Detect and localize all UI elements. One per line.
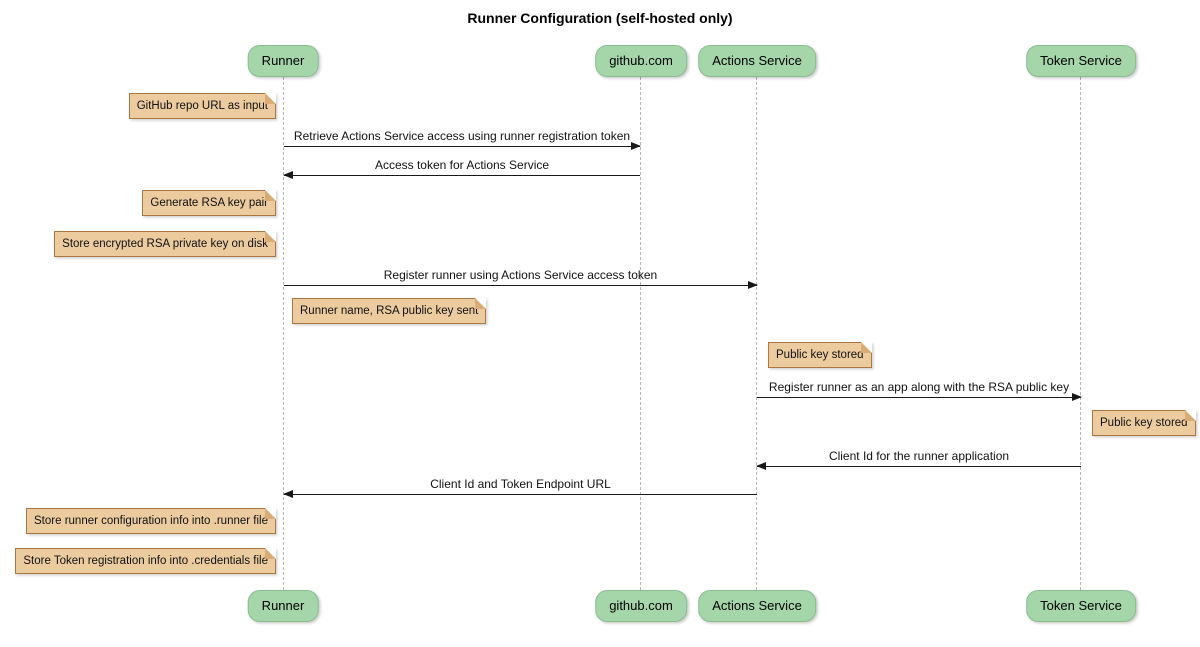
message-label: Register runner as an app along with the… <box>768 380 1070 394</box>
lifeline-token-service <box>1080 77 1081 590</box>
note-text: GitHub repo URL as input <box>136 100 268 112</box>
note-text: Public key stored <box>1100 417 1188 429</box>
participant-github-top: github.com <box>595 45 687 77</box>
message-label: Register runner using Actions Service ac… <box>383 268 658 282</box>
note-text: Public key stored <box>776 349 864 361</box>
note-fold-icon <box>265 93 276 104</box>
participant-github-bottom: github.com <box>595 590 687 622</box>
note-fold-icon <box>265 231 276 242</box>
note-runner-name-sent: Runner name, RSA public key sent <box>292 298 487 324</box>
arrowhead-right-icon <box>748 281 758 289</box>
participant-runner-top: Runner <box>247 45 319 77</box>
note-text: Generate RSA key pair <box>150 197 268 209</box>
note-fold-icon <box>265 190 276 201</box>
message-label: Client Id and Token Endpoint URL <box>430 477 611 491</box>
message-line <box>284 142 641 150</box>
note-store-private-key: Store encrypted RSA private key on disk <box>54 231 276 257</box>
message-label: Retrieve Actions Service access using ru… <box>293 129 631 143</box>
message-line <box>283 490 757 498</box>
message-line <box>756 462 1081 470</box>
participant-token-service-top: Token Service <box>1026 45 1136 77</box>
note-text: Store encrypted RSA private key on disk <box>62 238 268 250</box>
lifeline-github <box>640 77 641 590</box>
note-fold-icon <box>265 548 276 559</box>
message-retrieve-actions-access: Retrieve Actions Service access using ru… <box>284 129 641 150</box>
note-generate-rsa: Generate RSA key pair <box>142 190 276 216</box>
note-public-key-stored-actions: Public key stored <box>768 342 872 368</box>
message-register-runner-app: Register runner as an app along with the… <box>757 380 1082 401</box>
participant-token-service-bottom: Token Service <box>1026 590 1136 622</box>
arrowhead-left-icon <box>283 490 293 498</box>
message-label: Access token for Actions Service <box>374 158 550 172</box>
note-github-repo-url: GitHub repo URL as input <box>128 93 276 119</box>
message-label: Client Id for the runner application <box>828 449 1010 463</box>
message-register-runner: Register runner using Actions Service ac… <box>284 268 758 289</box>
message-access-token-returned: Access token for Actions Service <box>283 158 640 179</box>
arrowhead-left-icon <box>283 171 293 179</box>
message-client-id-returned: Client Id for the runner application <box>756 449 1081 470</box>
note-fold-icon <box>475 298 487 309</box>
note-store-credentials-file: Store Token registration info into .cred… <box>15 548 276 574</box>
participant-actions-service-top: Actions Service <box>698 45 816 77</box>
message-client-id-endpoint: Client Id and Token Endpoint URL <box>283 477 757 498</box>
note-fold-icon <box>265 508 276 519</box>
diagram-title: Runner Configuration (self-hosted only) <box>467 10 733 26</box>
message-line <box>284 281 758 289</box>
note-public-key-stored-token: Public key stored <box>1092 410 1196 436</box>
note-text: Store runner configuration info into .ru… <box>34 515 268 527</box>
note-text: Store Token registration info into .cred… <box>23 555 268 567</box>
message-line <box>757 393 1082 401</box>
note-store-runner-file: Store runner configuration info into .ru… <box>26 508 276 534</box>
message-line <box>283 171 640 179</box>
arrowhead-right-icon <box>1072 393 1082 401</box>
arrowhead-right-icon <box>631 142 641 150</box>
lifeline-runner <box>283 77 284 590</box>
arrowhead-left-icon <box>756 462 766 470</box>
participant-actions-service-bottom: Actions Service <box>698 590 816 622</box>
note-text: Runner name, RSA public key sent <box>300 305 479 317</box>
note-fold-icon <box>1184 410 1196 421</box>
participant-runner-bottom: Runner <box>247 590 319 622</box>
lifeline-actions-service <box>756 77 757 590</box>
note-fold-icon <box>860 342 872 353</box>
